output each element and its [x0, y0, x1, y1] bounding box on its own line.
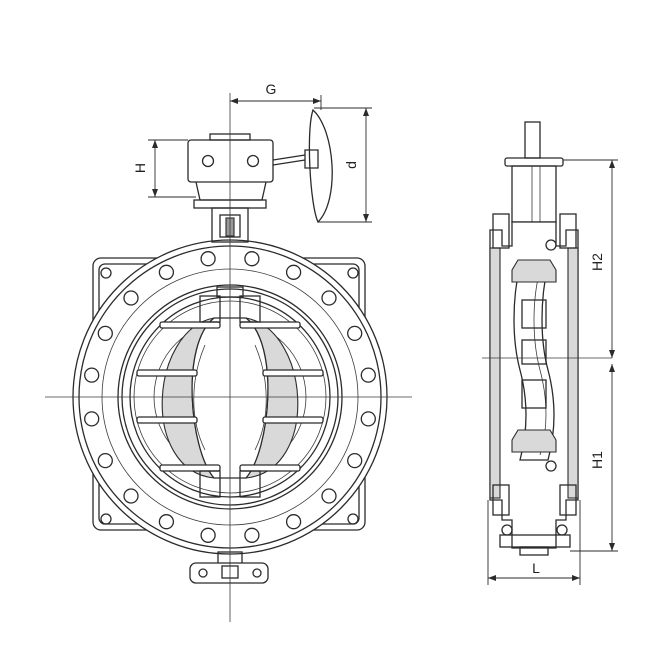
- front-view: [45, 93, 412, 622]
- bolt-hole: [123, 290, 139, 306]
- dimension-L: L: [487, 500, 581, 585]
- label-d: d: [343, 161, 359, 169]
- bolt-hole: [200, 251, 216, 267]
- disc-ribs: [136, 295, 324, 498]
- bolt-hole: [321, 488, 337, 504]
- bolt-hole: [158, 264, 175, 280]
- bolt-hole: [321, 290, 337, 306]
- bolt-hole: [97, 325, 113, 342]
- bolt-hole: [360, 367, 376, 383]
- bolt-hole: [347, 325, 363, 342]
- gearbox: [187, 133, 306, 209]
- dimension-d: d: [314, 107, 372, 223]
- flange-bolt-holes: [84, 251, 376, 543]
- bolt-hole: [347, 452, 363, 469]
- handwheel: [304, 108, 333, 224]
- bolt-hole: [84, 367, 100, 383]
- bolt-hole: [200, 527, 216, 543]
- dimension-G: G: [230, 81, 322, 110]
- bolt-hole: [360, 411, 376, 427]
- bolt-hole: [97, 452, 113, 469]
- side-view: [482, 121, 612, 556]
- label-H1: H1: [589, 451, 605, 469]
- bolt-hole: [244, 251, 260, 267]
- bolt-hole: [158, 514, 175, 530]
- dimension-H2: H2: [563, 159, 618, 358]
- bolt-hole: [285, 264, 302, 280]
- label-L: L: [532, 560, 540, 576]
- bottom-trunnion: [189, 551, 269, 584]
- dimension-H1: H1: [570, 364, 618, 552]
- label-G: G: [266, 81, 277, 97]
- bolt-hole: [84, 411, 100, 427]
- bolt-hole: [244, 527, 260, 543]
- dimension-H: H: [132, 139, 196, 198]
- bolt-hole: [123, 488, 139, 504]
- bolt-hole: [285, 514, 302, 530]
- label-H: H: [132, 163, 148, 173]
- label-H2: H2: [589, 253, 605, 271]
